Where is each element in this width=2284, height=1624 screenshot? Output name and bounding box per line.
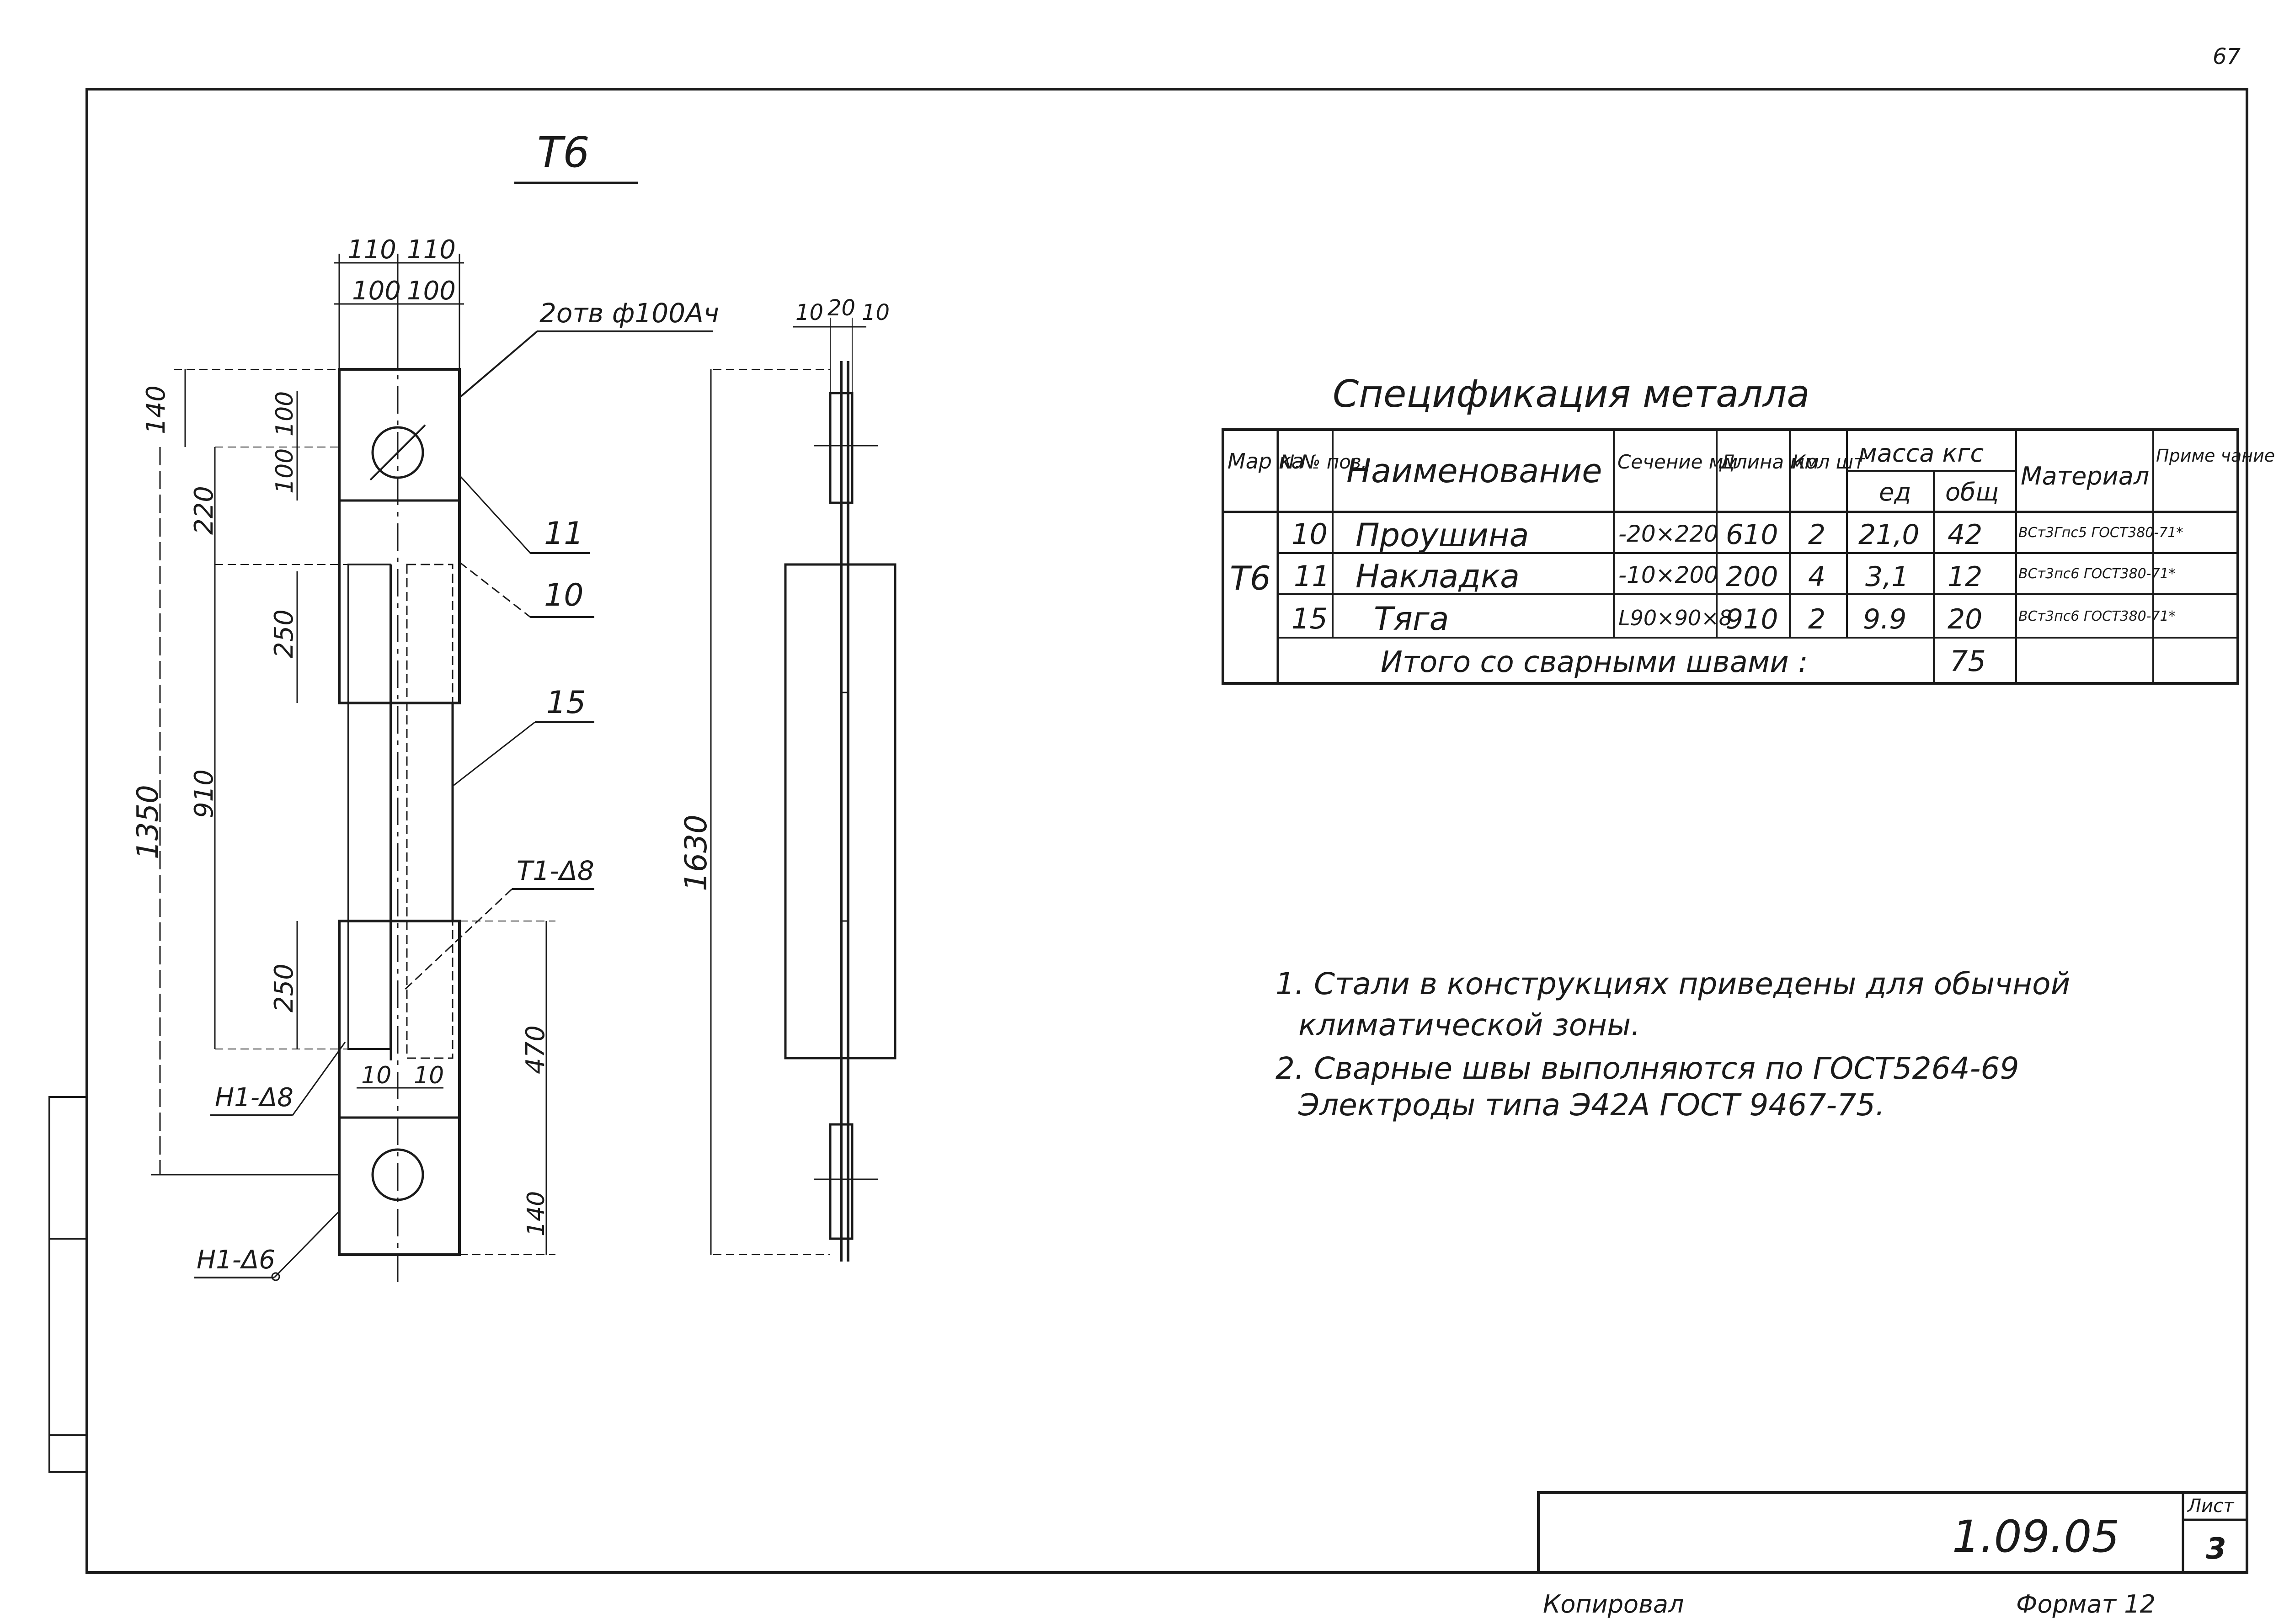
row-15-total: 20 [1948, 603, 1982, 635]
title-block [1537, 1491, 2248, 1574]
side-dim-20: 20 [827, 295, 855, 321]
note-line-1: 1. Стали в конструкциях приведены для об… [1275, 966, 2070, 1001]
header-mass-unit: ед [1879, 478, 1911, 506]
side-view [710, 318, 897, 1262]
dim-right-140: 140 [523, 1191, 550, 1236]
sheet-frame [85, 88, 2248, 1574]
header-note: Приме чание [2156, 446, 2275, 466]
callout-10: 10 [544, 577, 584, 613]
left-dimensions [151, 369, 347, 1176]
row-10-length: 610 [1726, 519, 1778, 551]
dim-left-100-b: 100 [271, 448, 299, 494]
dim-bottom-10-b: 10 [414, 1062, 444, 1089]
dim-left-220: 220 [189, 486, 219, 535]
dim-left-100-a: 100 [271, 391, 299, 437]
spec-total-value: 75 [1950, 644, 1986, 678]
top-dimensions [334, 254, 464, 369]
row-10-qty: 2 [1808, 519, 1825, 551]
header-pos: N.№ поз. [1280, 451, 1367, 473]
dim-top-100-a: 100 [352, 276, 401, 306]
row-10-material: ВСт3Гпс5 ГОСТ380-71* [2018, 525, 2183, 541]
row-15-section: L90×90×8 [1618, 606, 1732, 630]
row-10-total: 42 [1948, 519, 1982, 551]
dim-right-470: 470 [521, 1025, 550, 1074]
sheet-label: Лист [2187, 1496, 2235, 1517]
row-11-unit: 3,1 [1865, 561, 1909, 593]
row-11-pos: 11 [1294, 559, 1330, 593]
row-15-unit: 9.9 [1863, 603, 1906, 635]
spec-title: Спецификация металла [1333, 373, 1810, 416]
page-number: 67 [2213, 44, 2241, 69]
note-line-2: климатической зоны. [1298, 1007, 1640, 1043]
weld-t1: Т1-Δ8 [517, 855, 594, 886]
note-line-4: Электроды типа Э42А ГОСТ 9467-75. [1298, 1087, 1885, 1123]
header-material: Материал [2021, 462, 2149, 490]
spec-table [1222, 428, 2239, 685]
dim-left-140-top: 140 [141, 385, 171, 434]
row-15-pos: 15 [1291, 602, 1328, 635]
dim-top-110-b: 110 [407, 235, 456, 265]
weld-h1-8: Н1-Δ8 [215, 1083, 294, 1113]
dim-top-100-b: 100 [407, 276, 456, 306]
row-11-material: ВСт3пс6 ГОСТ380-71* [2018, 566, 2176, 582]
row-11-name: Накладка [1355, 558, 1520, 595]
row-10-unit: 21,0 [1858, 519, 1920, 551]
note-line-3: 2. Сварные швы выполняются по ГОСТ5264-6… [1275, 1051, 2019, 1086]
dim-top-110-a: 110 [347, 235, 396, 265]
header-mark: Мар ка [1227, 449, 1304, 474]
header-mass: масса кгс [1858, 439, 1984, 468]
copied-by-label: Копировал [1543, 1590, 1684, 1619]
front-view [338, 341, 461, 1289]
right-dimensions [459, 921, 555, 1255]
side-dim-10-b: 10 [862, 300, 890, 325]
callout-15: 15 [546, 685, 586, 721]
row-15-material: ВСт3пс6 ГОСТ380-71* [2018, 608, 2176, 624]
sheet-number: 3 [2206, 1532, 2226, 1566]
left-margin-strip [48, 1096, 88, 1473]
hole-note: 2отв ф100Ач [539, 298, 719, 329]
drawing-number: 1.09.05 [1952, 1511, 2119, 1562]
weld-h1-6: Н1-Δ6 [197, 1245, 275, 1275]
row-15-length: 910 [1726, 603, 1778, 635]
callout-11: 11 [544, 516, 584, 552]
row-15-name: Тяга [1374, 600, 1449, 638]
dim-bottom-10-a: 10 [361, 1062, 391, 1089]
row-11-section: -10×200 [1618, 562, 1718, 588]
spec-total-label: Итого со сварными швами : [1381, 645, 1808, 679]
header-name: Наименование [1346, 452, 1602, 490]
dim-left-1350: 1350 [131, 785, 165, 859]
row-10-section: -20×220 [1618, 521, 1718, 547]
row-11-length: 200 [1726, 561, 1778, 593]
row-15-qty: 2 [1808, 603, 1825, 635]
dim-left-250-top: 250 [269, 609, 299, 658]
dim-left-910: 910 [189, 769, 219, 818]
header-length: Длина мм [1719, 451, 1819, 473]
spec-mark-value: Т6 [1230, 559, 1271, 597]
header-qty: Кол шт [1792, 451, 1865, 473]
row-10-pos: 10 [1291, 517, 1328, 551]
side-dim-10-a: 10 [795, 300, 823, 325]
row-11-total: 12 [1948, 561, 1982, 593]
header-section: Сечение мм [1617, 451, 1738, 473]
dim-left-250-bottom: 250 [269, 964, 299, 1012]
header-mass-total: общ [1945, 478, 1999, 506]
format-label: Формат 12 [2016, 1590, 2156, 1619]
row-10-name: Проушина [1355, 516, 1529, 554]
side-dim-1630: 1630 [678, 815, 714, 891]
drawing-title: Т6 [537, 128, 590, 177]
row-11-qty: 4 [1808, 561, 1825, 593]
